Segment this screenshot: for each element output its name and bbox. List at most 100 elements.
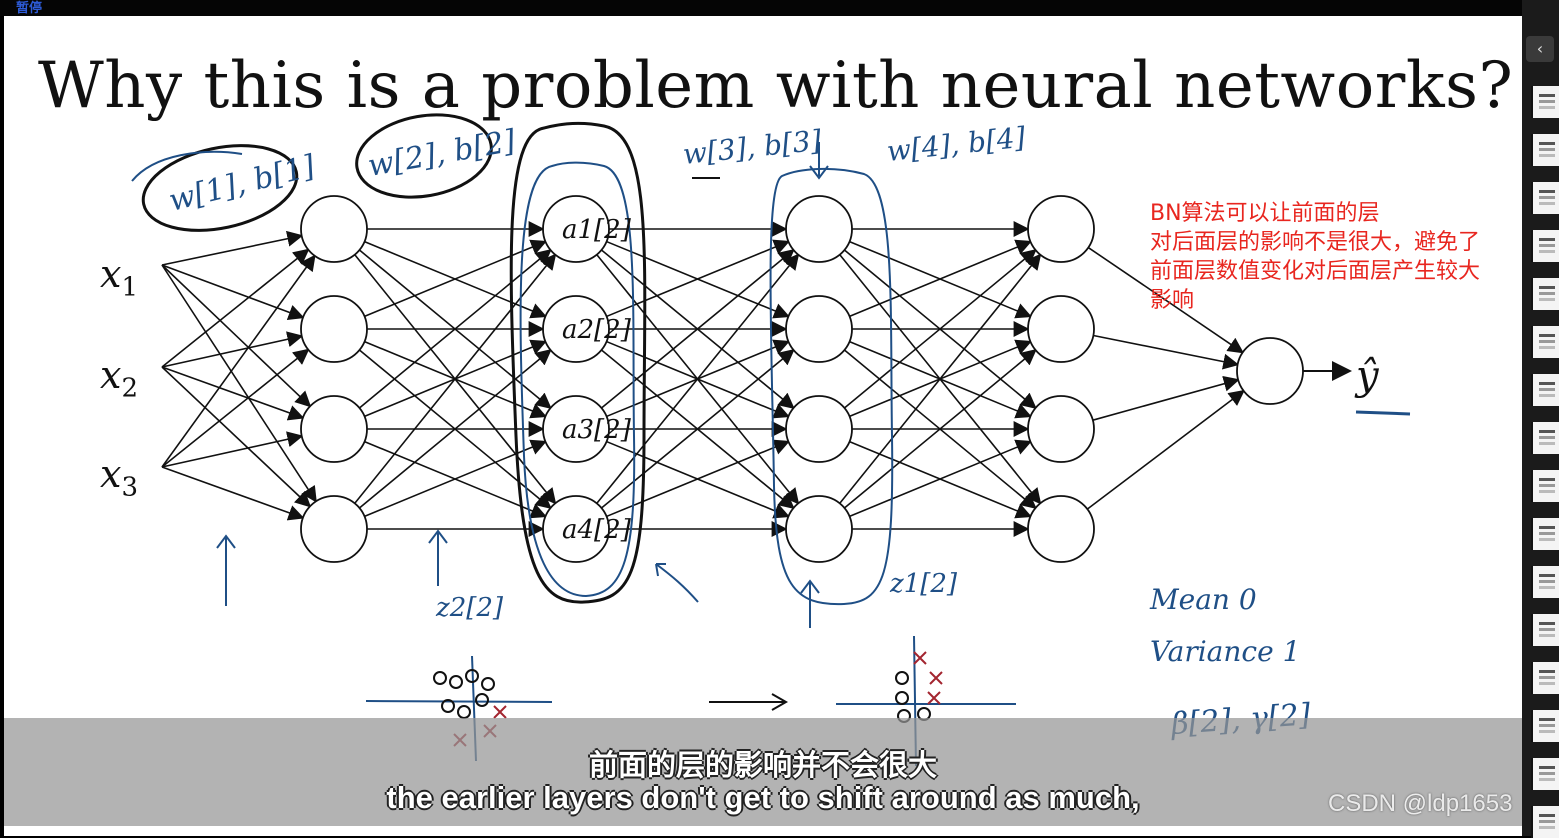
connection-edge: [161, 366, 312, 508]
up-arrow-icon: [655, 563, 699, 603]
input-label-x2: x2: [100, 353, 138, 404]
slide-thumbnail[interactable]: [1531, 374, 1559, 406]
neuron-node: [1236, 337, 1304, 405]
connection-edge: [161, 264, 305, 320]
scatter-point: [481, 677, 495, 691]
scatter-cross: [913, 651, 927, 665]
neuron-node: [542, 495, 610, 563]
neuron-node: [785, 295, 853, 363]
slide-thumbnail[interactable]: [1531, 758, 1559, 790]
handwriting-a-label: a1[2]: [562, 215, 632, 245]
connection-edge: [358, 249, 552, 409]
annotation-line: 对后面层的影响不是很大，避免了: [1150, 230, 1481, 255]
circle-layer2-blue: [519, 161, 636, 598]
ink-stroke: [131, 150, 243, 182]
neuron-node: [300, 195, 368, 263]
annotation-line: 前面层数值变化对后面层产生较大: [1150, 259, 1481, 284]
player-top-bar: 暂停: [0, 0, 1522, 16]
connection-edge: [161, 264, 317, 503]
connection-edge: [606, 239, 790, 318]
up-arrow-icon: [216, 534, 236, 606]
lecture-slide: w[1], b[1]w[2], b[2]w[3], b[3]w[4], b[4]…: [4, 16, 1522, 836]
neuron-node: [1027, 195, 1095, 263]
connection-edge: [161, 466, 305, 521]
connection-edge: [354, 253, 557, 504]
connection-edge: [161, 264, 312, 408]
scatter-point: [441, 699, 455, 713]
slide-thumbnail[interactable]: [1531, 86, 1559, 118]
slide-thumbnail[interactable]: [1531, 806, 1559, 838]
thumbnail-sidebar: ‹: [1522, 0, 1559, 838]
slide-title: Why this is a problem with neural networ…: [38, 49, 1514, 123]
scatter-cross: [927, 691, 941, 705]
connection-edge: [161, 331, 304, 368]
neuron-node: [785, 495, 853, 563]
neuron-node: [785, 395, 853, 463]
slide-thumbnail[interactable]: [1531, 134, 1559, 166]
neuron-node: [1027, 495, 1095, 563]
handwriting-w4b4: w[4], b[4]: [885, 121, 1027, 168]
connection-edge: [849, 239, 1032, 318]
neuron-node: [542, 195, 610, 263]
slide-thumbnail[interactable]: [1531, 566, 1559, 598]
neuron-node: [1027, 395, 1095, 463]
scatter-cross: [929, 671, 943, 685]
neural-network-diagram: w[1], b[1]w[2], b[2]w[3], b[3]w[4], b[4]…: [131, 113, 1411, 767]
circle-w1b1: [141, 144, 299, 232]
right-arrow: [709, 693, 789, 711]
connection-edge: [839, 253, 1042, 504]
connection-edge: [849, 439, 1032, 518]
connection-edge: [843, 349, 1037, 509]
handwriting-w3b3: w[3], b[3]: [681, 124, 823, 171]
scatter-cross: [493, 705, 507, 719]
handwriting-z-left: z2[2]: [435, 593, 504, 623]
scatter-point: [449, 675, 463, 689]
chevron-left-icon[interactable]: ‹: [1526, 36, 1554, 62]
neuron-node: [1027, 295, 1095, 363]
connection-edge: [364, 239, 547, 318]
scatter-point: [475, 693, 489, 707]
connection-edge: [1087, 246, 1245, 354]
handwriting-z-right: z1[2]: [889, 569, 958, 599]
neuron-node: [785, 195, 853, 263]
subtitle-english: the earlier layers don't get to shift ar…: [386, 780, 1140, 815]
pause-label[interactable]: 暂停: [16, 1, 43, 16]
output-label-yhat: ŷ: [1356, 353, 1379, 399]
slide-thumbnail[interactable]: [1531, 326, 1559, 358]
slide-thumbnail[interactable]: [1531, 614, 1559, 646]
up-arrow-icon: [428, 529, 448, 586]
circle-layer2-black: [509, 121, 647, 604]
slide-thumbnail[interactable]: [1531, 710, 1559, 742]
connection-edge: [161, 230, 304, 266]
slide-thumbnail[interactable]: [1531, 182, 1559, 214]
red-annotation: BN算法可以让前面的层 对后面层的影响不是很大，避免了 前面层数值变化对后面层产…: [1150, 199, 1530, 315]
slide-thumbnail[interactable]: [1531, 422, 1559, 454]
annotation-line: BN算法可以让前面的层: [1150, 201, 1380, 226]
connection-edge: [161, 366, 305, 421]
connection-edge: [1092, 375, 1240, 421]
neuron-node: [542, 295, 610, 363]
connection-edge: [1093, 334, 1240, 370]
connection-edge: [1086, 389, 1245, 510]
connection-edge: [161, 254, 316, 468]
slide-thumbnail[interactable]: [1531, 278, 1559, 310]
subtitle-chinese: 前面的层的影响并不会很大: [588, 748, 937, 782]
slide-thumbnail[interactable]: [1531, 230, 1559, 262]
neuron-node: [300, 395, 368, 463]
subtitle-bar: 前面的层的影响并不会很大 the earlier layers don't ge…: [4, 718, 1522, 826]
connection-edge: [161, 248, 310, 368]
handwriting-a-label: a3[2]: [562, 415, 632, 445]
scatter-point: [895, 691, 909, 705]
slide-thumbnail[interactable]: [1531, 470, 1559, 502]
input-label-x3: x3: [100, 452, 138, 503]
scatter-point: [895, 671, 909, 685]
handwriting-w1b1: w[1], b[1]: [165, 149, 318, 219]
connection-edge: [364, 439, 547, 518]
connection-edge: [161, 431, 304, 468]
slide-thumbnail[interactable]: [1531, 518, 1559, 550]
connection-edge: [596, 253, 800, 504]
scatter-point: [465, 669, 479, 683]
up-arrow-icon: [800, 579, 820, 628]
handwriting-variance: Variance 1: [1150, 635, 1300, 668]
slide-thumbnail[interactable]: [1531, 662, 1559, 694]
